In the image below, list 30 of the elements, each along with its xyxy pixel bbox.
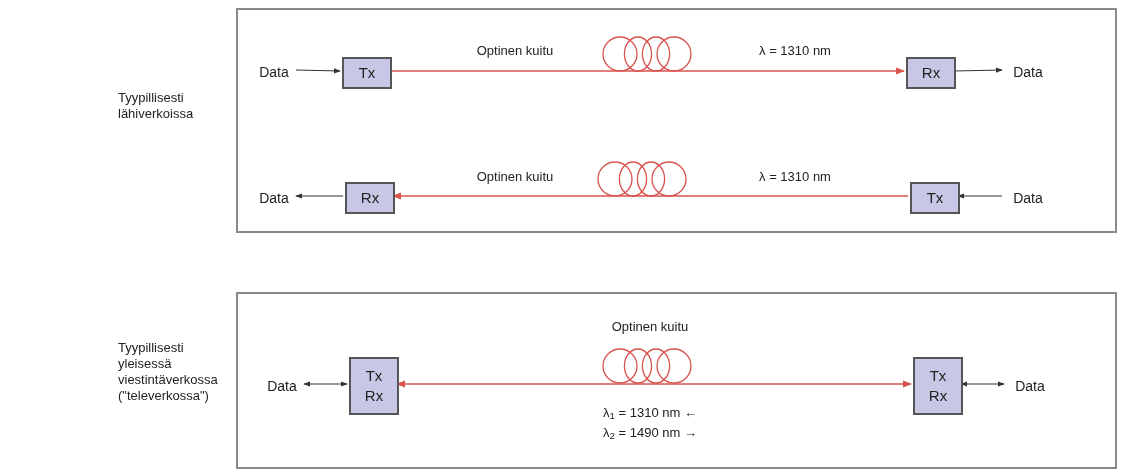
- device-box: Tx Rx: [349, 357, 399, 415]
- panel: [236, 8, 1117, 233]
- arrow: [960, 381, 1005, 387]
- arrow: [295, 68, 341, 74]
- device-box: Tx Rx: [913, 357, 963, 415]
- fiber-label: Optinen kuitu: [475, 168, 555, 186]
- fiber-label: λ$_{1}$ = 1310 nm ←: [602, 404, 698, 422]
- arrow: [303, 381, 348, 387]
- data-label: Data: [250, 188, 298, 208]
- arrow: [953, 67, 1003, 73]
- section-caption: Tyypillisesti yleisessä viestintäverkossa ("televerkossa"): [118, 340, 219, 404]
- fiber-label: Optinen kuitu: [475, 42, 555, 60]
- fiber-label: Optinen kuitu: [610, 318, 690, 336]
- device-box: Tx: [910, 182, 960, 214]
- data-label: Data: [1004, 62, 1052, 82]
- panel: [236, 292, 1117, 469]
- fiber-label: λ = 1310 nm: [758, 168, 832, 186]
- data-label: Data: [1006, 376, 1054, 396]
- device-box: Rx: [345, 182, 395, 214]
- fiber-label: λ = 1310 nm: [758, 42, 832, 60]
- arrow: [295, 193, 344, 199]
- arrow: [389, 67, 906, 75]
- data-label: Data: [1004, 188, 1052, 208]
- device-box: Rx: [906, 57, 956, 89]
- data-label: Data: [250, 62, 298, 82]
- device-box: Tx: [342, 57, 392, 89]
- section-caption: Tyypillisesti lähiverkoissa: [118, 90, 195, 122]
- arrow: [957, 193, 1003, 199]
- data-label: Data: [258, 376, 306, 396]
- fiber-label: λ$_{2}$ = 1490 nm →: [602, 424, 698, 442]
